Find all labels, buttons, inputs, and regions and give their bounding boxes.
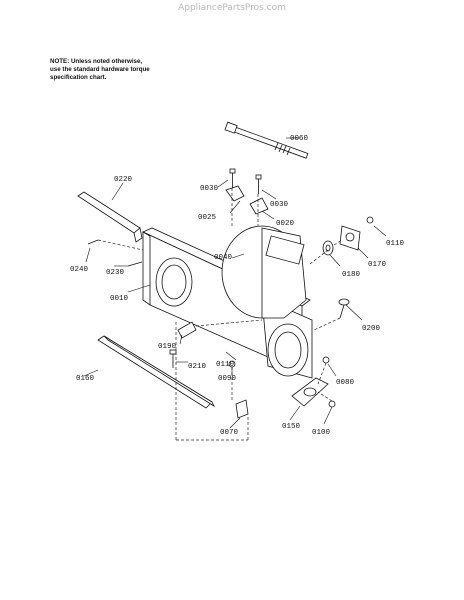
skid-shoe (291, 377, 329, 407)
note-line-2: use the standard hardware torque (50, 66, 150, 73)
watermark-text: AppliancePartsPros.com (178, 3, 286, 13)
impeller-housing (221, 225, 307, 319)
callout-0110-top[interactable]: 0110 (386, 240, 405, 248)
callout-0020[interactable]: 0020 (276, 220, 295, 228)
callout-0110-bottom[interactable]: 0110 (216, 361, 235, 369)
note-line-3: specification chart. (50, 74, 107, 81)
callout-0170[interactable]: 0170 (368, 261, 387, 269)
nut-0100 (328, 400, 336, 408)
bolt-left (229, 168, 236, 188)
callout-0010[interactable]: 0010 (110, 295, 129, 303)
leader-lines (83, 137, 387, 429)
callout-0060[interactable]: 0060 (290, 135, 309, 143)
note-line-1: NOTE: Unless noted otherwise, (50, 58, 143, 65)
callout-0180[interactable]: 0180 (342, 271, 361, 279)
callout-0100[interactable]: 0100 (312, 429, 331, 437)
callout-0150[interactable]: 0150 (282, 423, 301, 431)
callout-0190[interactable]: 0190 (158, 343, 177, 351)
callout-0230[interactable]: 0230 (106, 269, 125, 277)
bearing-flange (339, 225, 361, 251)
callout-0160[interactable]: 0160 (76, 375, 95, 383)
flange-nut (366, 216, 374, 224)
screw-0230 (127, 261, 143, 267)
screw-0240 (87, 239, 99, 245)
bracket-0070 (235, 399, 249, 419)
callout-0030-right[interactable]: 0030 (270, 201, 289, 209)
nut-0080 (322, 356, 330, 364)
callout-0040[interactable]: 0040 (214, 254, 233, 262)
callout-0025[interactable]: 0025 (198, 214, 217, 222)
callout-0080[interactable]: 0080 (336, 379, 355, 387)
bolt-0210 (169, 349, 177, 368)
bolt-right (255, 174, 262, 194)
flange-hole (345, 232, 355, 242)
torque-note: NOTE: Unless noted otherwise, use the st… (50, 58, 150, 82)
bearing (322, 240, 334, 256)
callout-0200[interactable]: 0200 (362, 325, 381, 333)
callout-0220[interactable]: 0220 (114, 176, 133, 184)
bolt-0200 (338, 298, 350, 319)
skid-bar-top (77, 191, 143, 243)
bracket-left (225, 185, 245, 202)
callout-0210[interactable]: 0210 (188, 363, 207, 371)
bracket-right (249, 197, 269, 215)
shim-0190 (177, 321, 197, 339)
callout-0030-left[interactable]: 0030 (200, 185, 219, 193)
callout-0090[interactable]: 0090 (218, 375, 237, 383)
scraper-bar (97, 335, 215, 409)
assembly-lines (97, 188, 343, 441)
bearing-inner (325, 244, 331, 252)
callout-0240[interactable]: 0240 (70, 266, 89, 274)
auger-shaft (224, 121, 309, 159)
callout-0070[interactable]: 0070 (220, 429, 239, 437)
callouts: 0060 0030 0030 0220 0025 0020 0110 0040 … (70, 135, 405, 437)
